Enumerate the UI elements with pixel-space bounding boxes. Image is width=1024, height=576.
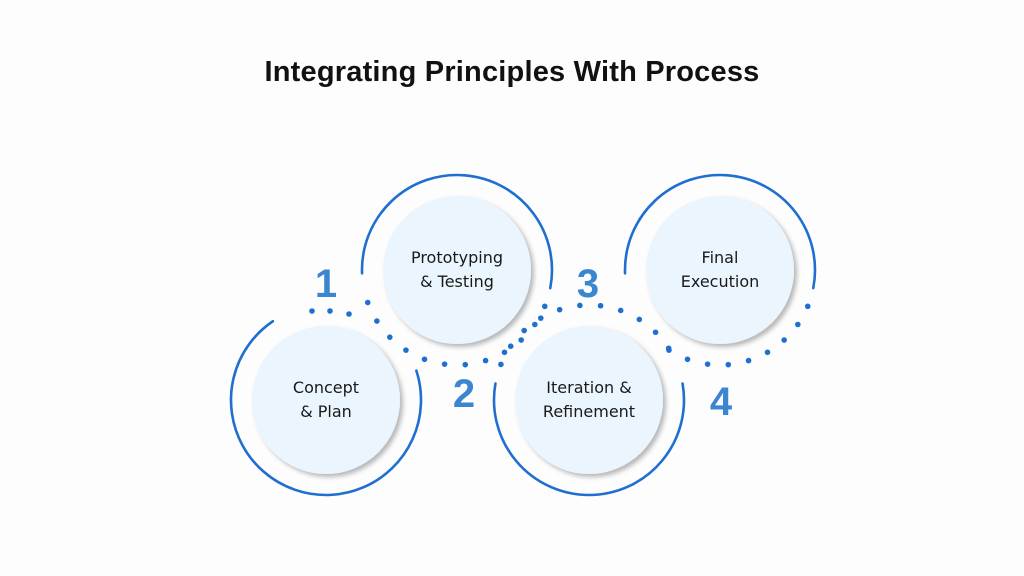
connector-dot bbox=[556, 306, 563, 313]
connector-dot bbox=[597, 302, 604, 309]
connector-dot bbox=[764, 349, 771, 356]
connector-dot bbox=[541, 303, 548, 310]
connector-dot bbox=[501, 349, 508, 356]
connector-dot bbox=[781, 337, 787, 343]
connector-dot bbox=[374, 318, 380, 324]
connector-dot bbox=[795, 321, 801, 328]
connector-dot bbox=[327, 308, 333, 314]
connector-dot bbox=[498, 361, 504, 368]
connector-dot bbox=[804, 303, 811, 310]
step-1-label: Concept & Plan bbox=[292, 378, 360, 421]
step-3-number: 3 bbox=[576, 262, 600, 306]
connector-dot bbox=[507, 343, 514, 349]
step-2-number: 2 bbox=[452, 372, 476, 416]
connector-dot bbox=[387, 334, 393, 340]
connector-dot bbox=[462, 361, 469, 368]
step-4-disc bbox=[646, 196, 794, 344]
connector-dot bbox=[346, 311, 352, 317]
connector-dot bbox=[364, 299, 371, 306]
connector-dot bbox=[403, 347, 409, 353]
step-4-label: Final Execution bbox=[680, 248, 760, 291]
step-3-disc bbox=[515, 326, 663, 474]
connector-dot bbox=[309, 308, 315, 314]
discs-layer bbox=[252, 196, 794, 474]
connector-dot bbox=[518, 337, 524, 343]
page-title: Integrating Principles With Process bbox=[264, 56, 760, 88]
dots-layer bbox=[309, 299, 811, 368]
connector-dot bbox=[725, 361, 732, 368]
rings-layer bbox=[229, 173, 817, 497]
connector-dot bbox=[532, 321, 538, 328]
connector-dot bbox=[577, 302, 583, 309]
connector-dot bbox=[684, 356, 691, 363]
ring-arc-2 bbox=[360, 173, 554, 290]
connector-dot bbox=[652, 329, 659, 336]
connector-dot bbox=[666, 347, 672, 353]
step-4-number: 4 bbox=[709, 380, 733, 424]
connector-dot bbox=[704, 361, 711, 367]
ring-arc-1 bbox=[229, 319, 423, 497]
connector-dot bbox=[617, 307, 624, 314]
step-2-label: Prototyping & Testing bbox=[410, 248, 504, 291]
connector-dot bbox=[421, 356, 428, 363]
connector-dot bbox=[537, 315, 544, 321]
connector-dot bbox=[482, 357, 489, 364]
ring-arc-4 bbox=[623, 173, 817, 290]
step-3-label: Iteration & Refinement bbox=[542, 378, 636, 421]
step-2-disc bbox=[383, 196, 531, 344]
connector-dot bbox=[745, 357, 752, 364]
connector-dot bbox=[636, 316, 643, 323]
connector-dot bbox=[521, 327, 528, 334]
step-1-disc bbox=[252, 326, 400, 474]
connector-dot bbox=[441, 361, 448, 367]
step-1-number: 1 bbox=[314, 262, 338, 306]
ring-arc-3 bbox=[492, 382, 686, 497]
